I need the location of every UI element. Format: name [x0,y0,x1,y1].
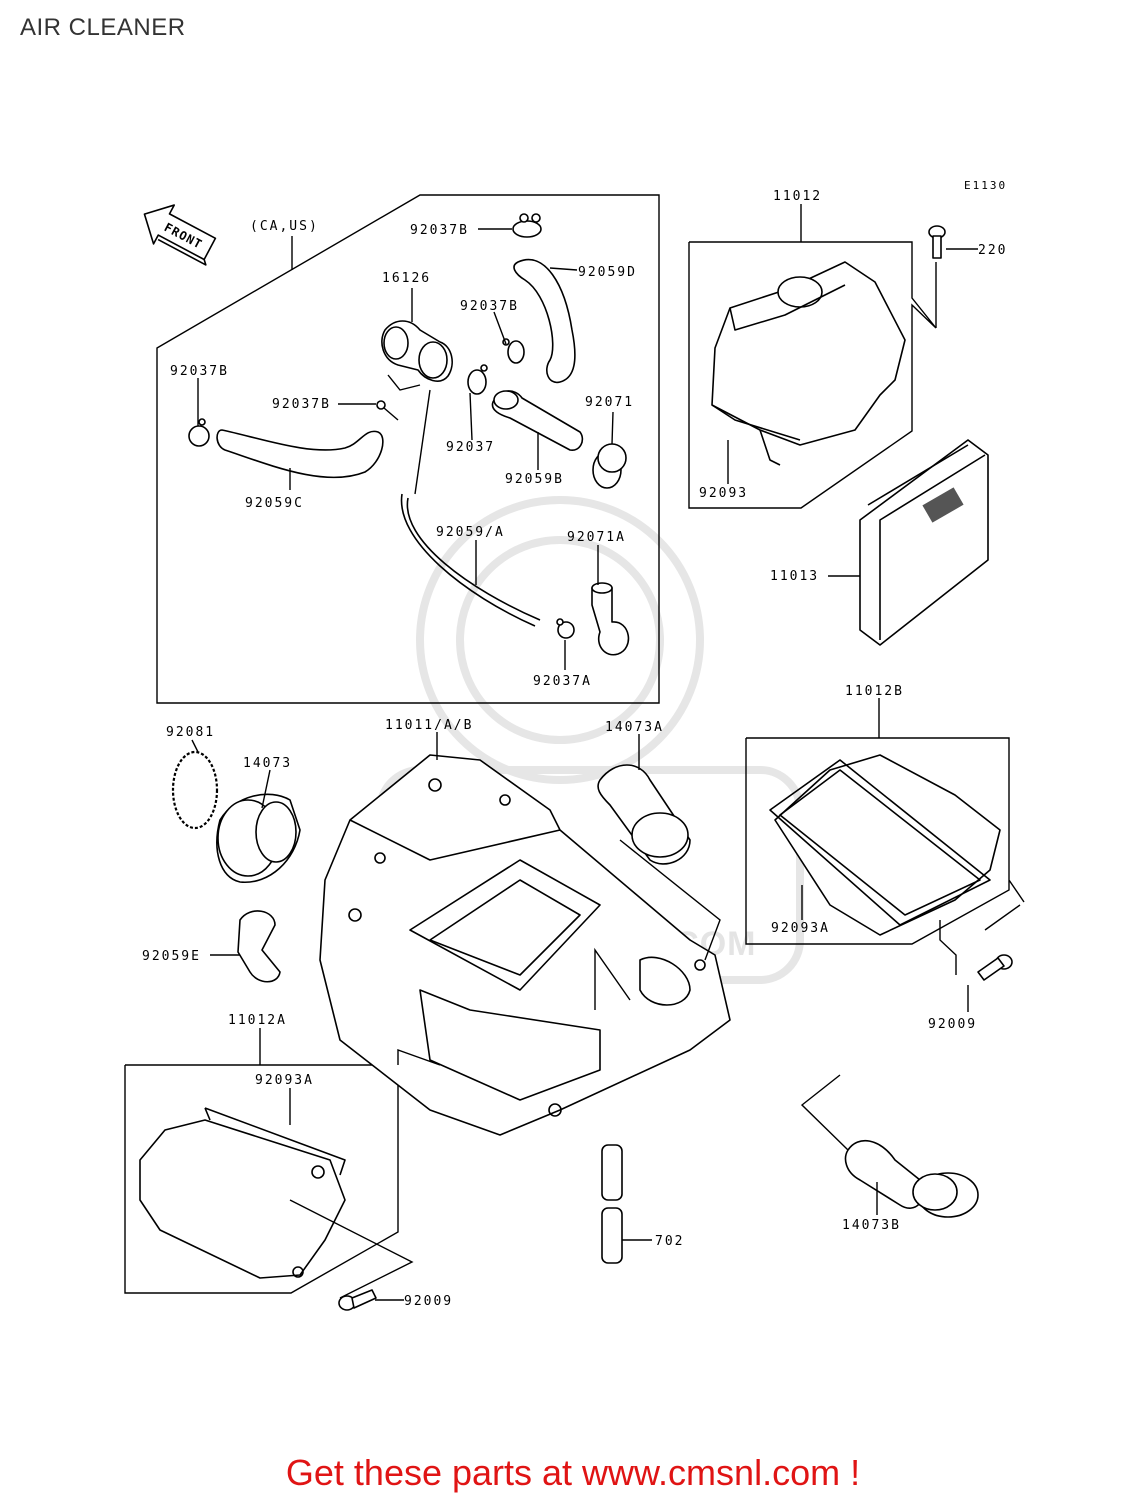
box-11012B [745,737,1025,945]
elbow-92059E [237,910,281,983]
part-label: 11011/A/B [385,718,473,733]
pipe-92059B [491,390,584,451]
part-label: 11012B [845,684,904,699]
diagram-code: E1130 [964,179,1007,192]
part-label: 92059/A [436,525,505,540]
part-label: 92059B [505,472,564,487]
footer-link-text[interactable]: Get these parts at www.cmsnl.com ! [285,1452,861,1493]
part-label: 92081 [166,725,215,740]
part-label: 92093A [771,921,830,936]
spring-92081 [171,750,219,830]
bolt-92009 [977,954,1013,981]
leader-lines [191,204,1021,1301]
part-label: 92071A [567,530,626,545]
part-label: 92037 [446,440,495,455]
part-label: 11013 [770,569,819,584]
screw-220 [928,225,946,259]
clamp-icon [512,213,542,238]
part-label: 92093A [255,1073,314,1088]
clamp-icon [188,418,210,447]
part-label: 92059E [142,949,201,964]
tube-702 [601,1144,623,1264]
hose-92059C [216,429,384,479]
cover-11012 [711,261,906,466]
part-label: 16126 [382,271,431,286]
hose-92059D [513,259,576,384]
boot-14073 [216,793,301,883]
region-box [156,194,660,704]
part-label: 92009 [404,1294,453,1309]
part-label: 92059D [578,265,637,280]
part-label: 92009 [928,1017,977,1032]
part-label: 92093 [699,486,748,501]
part-label: 220 [978,243,1007,258]
housing-11011 [319,754,731,1136]
clip-icon [376,400,386,410]
part-label: 92037A [533,674,592,689]
part-label: 14073B [842,1218,901,1233]
page-title: AIR CLEANER [20,14,186,41]
part-label: 92037B [410,223,469,238]
clamp-icon [556,618,575,639]
cover-11012A [139,1107,346,1279]
part-label: 92037B [460,299,519,314]
duct-14073A [597,764,691,865]
elbow-92071A [591,582,630,656]
clamp-icon [467,364,488,395]
region-note: (CA,US) [250,219,319,234]
part-label: 11012 [773,189,822,204]
element-11013 [859,439,989,646]
part-label: 11012A [228,1013,287,1028]
part-label: 92059C [245,496,304,511]
duct-14073B [844,1139,979,1218]
clamp-icon [502,338,525,364]
part-label: 14073A [605,720,664,735]
cap-92071 [592,443,627,489]
valve-16126 [381,320,453,391]
cover-11012B [769,754,1001,936]
part-label: 14073 [243,756,292,771]
part-label: 92037B [272,397,331,412]
box-11012 [688,241,937,509]
box-11012A [124,1064,399,1294]
bolt-92009 [338,1289,377,1311]
hose-92059A [400,493,541,627]
part-label: 92037B [170,364,229,379]
front-arrow-icon: FRONT [143,204,217,266]
part-label: 702 [655,1234,684,1249]
part-label: 92071 [585,395,634,410]
